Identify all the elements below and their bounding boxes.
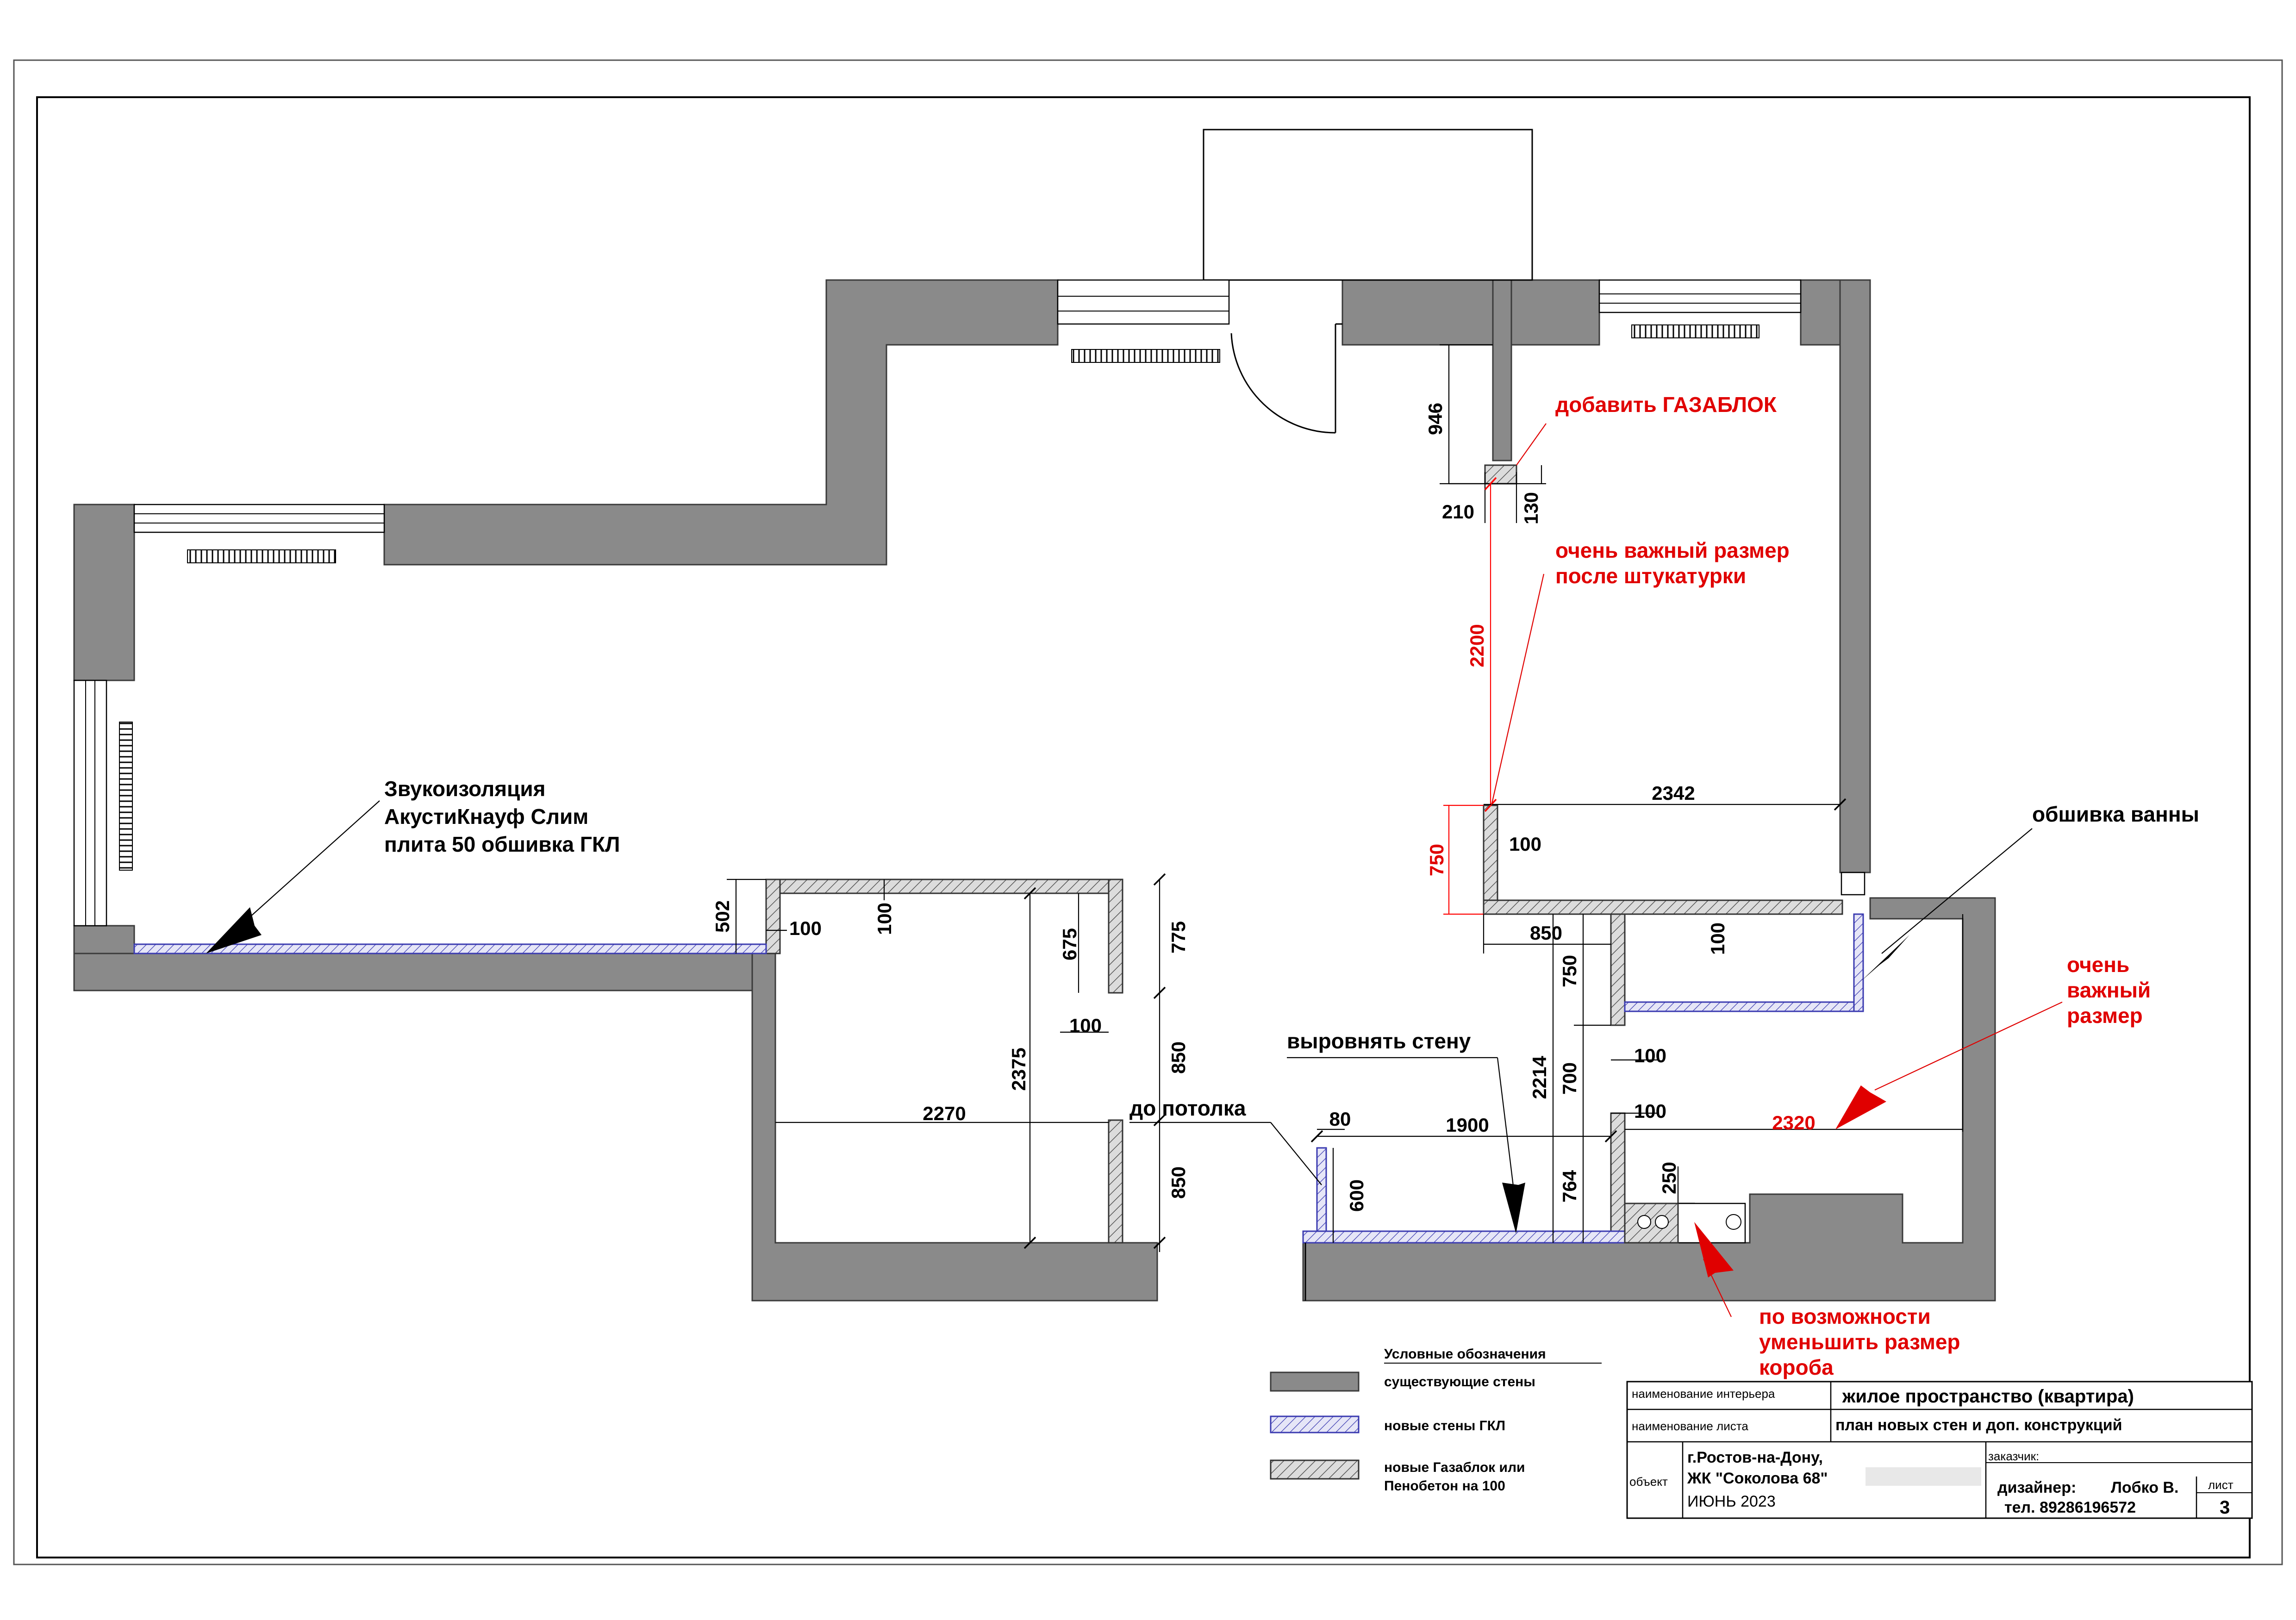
tb-address-1: г.Ростов-на-Дону, (1687, 1449, 1823, 1466)
note-important-size-2: после штукатурки (1555, 564, 1746, 588)
note-bath-cover: обшивка ванны (2032, 802, 2199, 826)
dim-130: 130 (1520, 492, 1542, 524)
note-reduce-2: уменьшить размер (1759, 1330, 1960, 1354)
legend-gas-2: Пенобетон на 100 (1384, 1478, 1505, 1494)
new-gasblock-walls (765, 464, 1843, 1244)
dim-700: 700 (1559, 1062, 1580, 1095)
dim-250: 250 (1658, 1162, 1680, 1194)
dim-675: 675 (1059, 928, 1080, 960)
dim-100-b: 100 (1707, 922, 1728, 955)
tb-sheet-value: план новых стен и доп. конструкций (1835, 1416, 2122, 1434)
dim-750-b: 750 (1559, 955, 1580, 987)
dim-80: 80 (1329, 1108, 1351, 1130)
balcony (1203, 129, 1533, 281)
dim-100-g: 100 (1069, 1015, 1102, 1036)
note-very-1: очень (2067, 953, 2129, 977)
note-soundproof-3: плита 50 обшивка ГКЛ (384, 832, 620, 856)
dim-100-e: 100 (789, 917, 822, 939)
radiators (119, 324, 1759, 871)
dim-946: 946 (1424, 403, 1446, 435)
legend: Условные обозначения существующие стены … (1270, 1346, 1602, 1494)
legend-title: Условные обозначения (1384, 1346, 1546, 1362)
note-very-3: размер (2067, 1003, 2143, 1028)
outer-frame (13, 59, 2283, 1565)
tb-sheet-label: наименование листа (1632, 1419, 1748, 1433)
note-soundproof-2: АкустиКнауф Слим (384, 804, 588, 829)
tb-customer-label: заказчик: (1988, 1449, 2039, 1463)
note-important-size-1: очень важный размер (1555, 538, 1790, 562)
dim-2342: 2342 (1652, 782, 1695, 804)
dim-850-c: 850 (1167, 1166, 1189, 1199)
note-to-ceiling: до потолка (1129, 1096, 1246, 1120)
tb-designer: дизайнер: (1997, 1479, 2076, 1496)
note-level-wall: выровнять стену (1287, 1029, 1471, 1053)
tb-object-label: объект (1629, 1475, 1668, 1489)
dim-600: 600 (1346, 1179, 1367, 1212)
tb-designer-name: Лобко В. (2111, 1479, 2178, 1496)
kitchen-box (1624, 1203, 1746, 1244)
door-swing (1230, 333, 1336, 434)
dim-775: 775 (1167, 921, 1189, 953)
dim-502: 502 (711, 900, 733, 933)
dim-750-a: 750 (1426, 844, 1447, 876)
note-reduce-1: по возможности (1759, 1304, 1931, 1328)
dim-2320: 2320 (1772, 1112, 1815, 1134)
note-soundproof-1: Звукоизоляция (384, 777, 545, 801)
dim-2270: 2270 (923, 1103, 966, 1124)
inner-frame (36, 96, 2251, 1558)
tb-sheet-no-label: лист (2208, 1478, 2234, 1492)
dim-2214: 2214 (1529, 1056, 1550, 1099)
dim-850-a: 850 (1530, 922, 1562, 944)
dim-100-d: 100 (1634, 1100, 1666, 1122)
tb-interior-label: наименование интерьера (1632, 1387, 1775, 1401)
tb-phone: тел. 89286196572 (2004, 1499, 2136, 1516)
annotations: добавить ГАЗАБЛОК очень важный размер по… (206, 393, 2199, 1379)
dimension-lines (727, 344, 1964, 1252)
note-add-gasblock: добавить ГАЗАБЛОК (1555, 393, 1777, 417)
dim-100-f: 100 (873, 903, 895, 935)
dim-850-b: 850 (1167, 1041, 1189, 1074)
existing-walls (73, 279, 1996, 1302)
title-block: наименование интерьера жилое пространств… (1626, 1381, 2253, 1519)
dim-100-a: 100 (1509, 833, 1541, 855)
tb-address-2: ЖК "Соколова 68" (1687, 1470, 1828, 1487)
legend-gas-1: новые Газаблок или (1384, 1460, 1525, 1475)
dim-2375: 2375 (1008, 1047, 1029, 1090)
windows (73, 279, 1802, 927)
dim-210: 210 (1442, 501, 1474, 523)
dim-2200: 2200 (1466, 624, 1488, 667)
dimension-texts: 946 210 130 2200 2342 750 100 850 100 75… (711, 403, 1816, 1212)
note-very-2: важный (2067, 978, 2151, 1002)
legend-existing: существующие стены (1384, 1374, 1535, 1389)
new-gkl-walls (133, 913, 1864, 1244)
dim-1900: 1900 (1446, 1114, 1489, 1136)
legend-gkl: новые стены ГКЛ (1384, 1418, 1505, 1433)
tb-sheet-no: 3 (2220, 1497, 2230, 1518)
dim-100-c: 100 (1634, 1045, 1666, 1066)
note-reduce-3: короба (1759, 1355, 1834, 1379)
tb-interior-value: жилое пространство (квартира) (1842, 1386, 2134, 1407)
tb-date: ИЮНЬ 2023 (1687, 1493, 1776, 1510)
dim-764: 764 (1559, 1170, 1580, 1203)
